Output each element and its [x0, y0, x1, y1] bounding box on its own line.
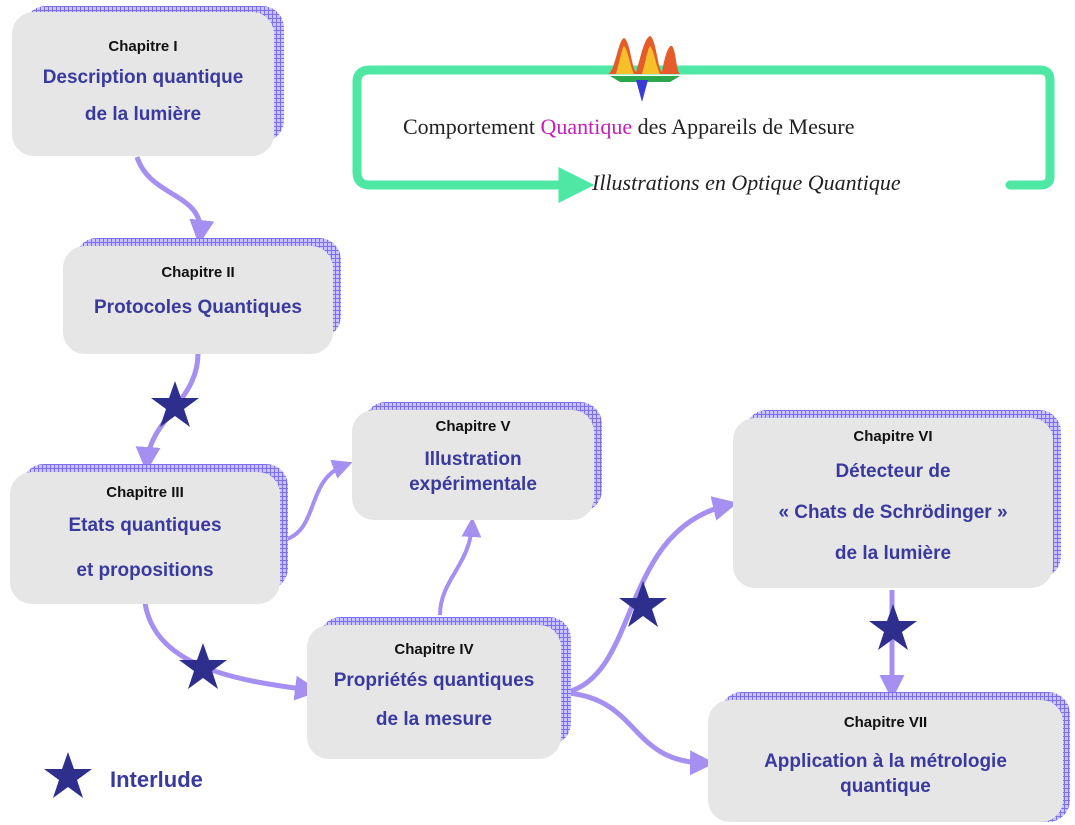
- chapter-2-label: Chapitre II: [161, 264, 235, 281]
- chapter-6-label: Chapitre VI: [853, 428, 933, 445]
- chapter-1-title-line-1: Description quantique: [42, 67, 244, 88]
- chapter-5-label: Chapitre V: [435, 418, 511, 435]
- arrow-ch4-ch7: [567, 690, 715, 776]
- arrow-ch1-ch2: [134, 156, 215, 245]
- chapter-3-label: Chapitre III: [106, 484, 184, 501]
- interlude-star-icon: [869, 604, 917, 650]
- chapter-4-label: Chapitre IV: [394, 641, 474, 658]
- chapter-7-label: Chapitre VII: [843, 714, 928, 731]
- legend-label: Interlude: [110, 767, 203, 792]
- legend-star-icon: [44, 752, 92, 798]
- chapter-4-title-line-1: Propriétés quantiques: [333, 670, 535, 691]
- interlude-star-icon: [179, 643, 227, 689]
- header-frame: [352, 65, 1055, 185]
- header-title: Comportement Quantique des Appareils de …: [403, 114, 855, 139]
- interlude-star-icon: [151, 381, 199, 427]
- arrow-ch4-ch5: [438, 517, 482, 616]
- chapter-3-title-line-2: et propositions: [76, 559, 214, 581]
- arrow-ch3-ch5: [283, 459, 353, 542]
- chapter-7-title-line-1: Application à la métrologie: [764, 751, 1007, 772]
- chapter-4-title-line-2: de la mesure: [375, 708, 493, 730]
- chapter-6-title-line-1: Détecteur de: [835, 461, 951, 482]
- chapter-2-title-line-1: Protocoles Quantiques: [94, 297, 302, 318]
- chapter-7-title-line-2: quantique: [840, 775, 931, 797]
- chapter-5-title-line-2: expérimentale: [409, 473, 537, 495]
- chapter-6-title-line-2: « Chats de Schrödinger »: [778, 501, 1008, 523]
- chapter-1-title-line-2: de la lumière: [84, 103, 202, 125]
- chapter-3-title-line-1: Etats quantiques: [68, 515, 222, 536]
- header-subtitle: Illustrations en Optique Quantique: [592, 170, 901, 195]
- chapter-5-title-line-1: Illustration: [424, 449, 522, 470]
- title-highlight: Quantique: [540, 114, 633, 139]
- chapter-1-label: Chapitre I: [108, 38, 178, 55]
- interlude-star-icon: [619, 581, 667, 627]
- chapter-6-title-line-3: de la lumière: [834, 542, 952, 564]
- wigner-peaks-icon: [608, 36, 680, 102]
